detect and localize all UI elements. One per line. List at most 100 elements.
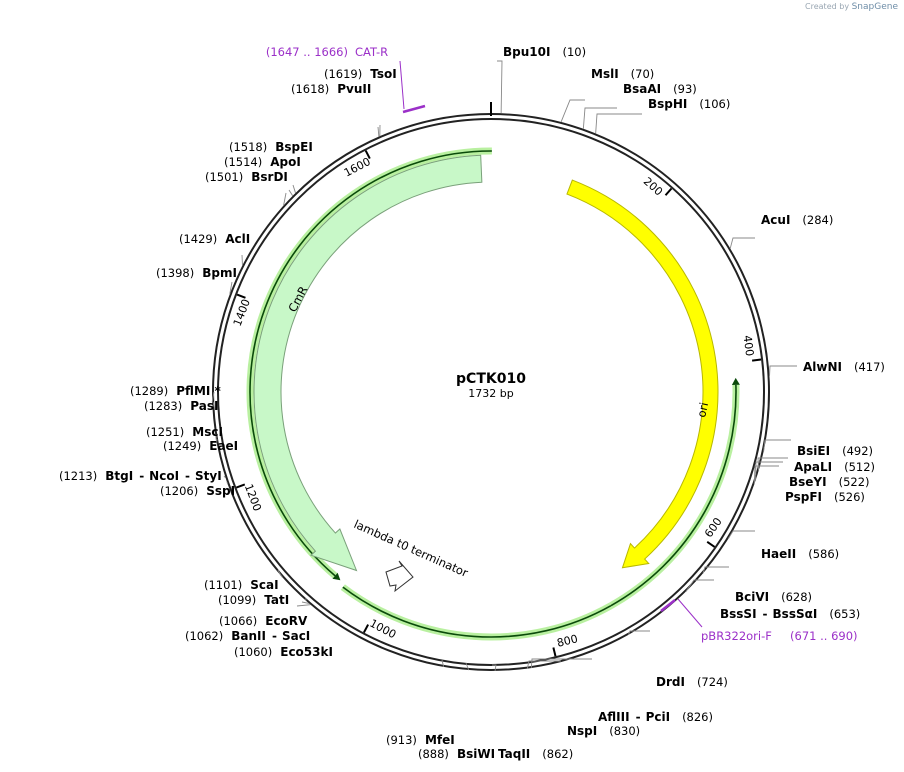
enzyme-label: (1429)AclI	[179, 232, 250, 246]
enzyme-label: BssSI-BssSαI(653)	[720, 607, 860, 621]
enzyme-leader	[628, 630, 650, 635]
enzyme-position: (10)	[562, 45, 586, 59]
enzyme-leader	[727, 530, 755, 540]
enzyme-site-bsiei: BsiEI(492)	[797, 444, 873, 458]
enzyme-site-pflmi: (1289)PflMI *	[130, 384, 222, 398]
enzyme-name: AclI	[225, 232, 250, 246]
enzyme-label: (1060) Eco53kI	[234, 645, 333, 659]
enzyme-label: (888)BsiWI	[418, 747, 495, 761]
primer-pbr322ori-f-mark	[660, 599, 676, 612]
enzyme-site-tati: (1099)TatI	[218, 593, 289, 607]
feature-line-terminator	[342, 586, 612, 638]
enzyme-name: HaeII	[761, 547, 796, 561]
enzyme-position: (1060)	[234, 645, 272, 659]
enzyme-leader	[729, 237, 755, 249]
primer-pbr322ori-f-name: pBR322ori-F	[701, 629, 772, 643]
plasmid-length: 1732 bp	[468, 387, 513, 400]
enzyme-position: (628)	[781, 590, 812, 604]
enzyme-leader	[212, 401, 215, 409]
enzyme-label: BspHI(106)	[648, 97, 730, 111]
enzyme-position: (1283)	[144, 399, 182, 413]
enzyme-site-eaei: (1249)EaeI	[163, 439, 238, 453]
enzyme-leader	[465, 662, 470, 671]
features	[246, 147, 740, 641]
enzyme-label: NspI(830)	[567, 724, 640, 738]
enzyme-site-banii: (1062)BanII-SacI	[185, 629, 310, 643]
enzyme-position: (830)	[609, 724, 640, 738]
enzyme-label: BsaAI(93)	[623, 82, 697, 96]
enzyme-site-pasi: (1283) PasI	[144, 399, 218, 413]
primer-cat-r-leader	[399, 60, 405, 110]
enzyme-position: (106)	[699, 97, 730, 111]
enzyme-name: AcuI	[761, 213, 790, 227]
enzyme-position: (492)	[842, 444, 873, 458]
enzyme-position: (586)	[808, 547, 839, 561]
enzyme-site-bcivi: BciVI(628)	[735, 590, 812, 604]
watermark-brand: SnapGene	[851, 2, 898, 12]
enzyme-separator: -	[636, 710, 641, 724]
primer-cat-r: (1647 .. 1666) CAT-R	[266, 45, 426, 114]
enzyme-label: AflIII-PciI(826)	[598, 710, 713, 724]
enzyme-position: (653)	[829, 607, 860, 621]
feature-label-ori: ori	[694, 401, 711, 419]
enzyme-leader	[763, 439, 791, 452]
enzyme-position: (1099)	[218, 593, 256, 607]
enzyme-name: PvuII	[337, 82, 371, 96]
terminator-arrow	[385, 560, 414, 593]
enzyme-site-tsoi: (1619)TsoI	[324, 67, 397, 81]
enzyme-name: TaqII	[498, 747, 530, 761]
enzyme-leader	[277, 569, 282, 576]
primer-cat-r-mark	[402, 104, 426, 114]
primer-cat-r-range: (1647 .. 1666)	[266, 45, 348, 59]
enzyme-position: (826)	[682, 710, 713, 724]
enzyme-name: TsoI	[370, 67, 396, 81]
enzyme-leader	[211, 391, 215, 403]
enzyme-name: Eco53kI	[280, 645, 333, 659]
tick-mark-1000	[363, 624, 370, 633]
enzyme-label: MslI(70)	[591, 67, 654, 81]
enzyme-name-alt2: StyI	[195, 469, 222, 483]
arrowhead-ori-region	[731, 377, 740, 386]
enzyme-position: (526)	[834, 490, 865, 504]
enzyme-position: (1618)	[291, 82, 329, 96]
enzyme-label: (1619)TsoI	[324, 67, 397, 81]
enzyme-name-alt: SacI	[282, 629, 310, 643]
enzyme-name: MscI	[192, 425, 223, 439]
enzyme-site-msli: MslI(70)	[591, 67, 654, 81]
enzyme-leader	[283, 192, 287, 206]
enzyme-name: MslI	[591, 67, 619, 81]
enzyme-label: HaeII (586)	[761, 547, 839, 561]
enzyme-label: AcuI (284)	[761, 213, 833, 227]
enzyme-separator: -	[272, 629, 277, 643]
arrowhead-cmr-line	[332, 572, 341, 581]
enzyme-site-bpmi: (1398)BpmI	[156, 266, 237, 280]
enzyme-site-afliii: AflIII-PciI(826)	[598, 710, 713, 724]
enzyme-position: (888)	[418, 747, 449, 761]
enzyme-leader	[301, 601, 310, 604]
tick-mark-800	[552, 647, 557, 657]
enzyme-position: (284)	[802, 213, 833, 227]
enzyme-name: DrdI	[656, 675, 685, 689]
enzyme-label: (1062)BanII-SacI	[185, 629, 310, 643]
enzyme-labels: Bpu10I(10)MslI(70)BsaAI(93)BspHI(106)Acu…	[59, 45, 885, 761]
enzyme-name-alt: PciI	[646, 710, 671, 724]
enzyme-name: BsrDI	[251, 170, 288, 184]
enzyme-site-msci: (1251)MscI	[146, 425, 223, 439]
enzyme-label: (1289)PflMI *	[130, 384, 222, 398]
enzyme-name: ScaI	[250, 578, 278, 592]
watermark-prefix: Created by	[805, 2, 850, 11]
enzyme-separator: -	[185, 469, 190, 483]
enzyme-name-alt: NcoI	[149, 469, 179, 483]
enzyme-name: PasI	[190, 399, 218, 413]
enzyme-site-btgi: (1213)BtgI-NcoI-StyI	[59, 469, 222, 483]
enzyme-leader	[292, 184, 296, 194]
tick-mark-1400	[236, 293, 246, 299]
feature-line-ori-region	[610, 384, 737, 607]
enzyme-site-eco53ki: (1060) Eco53kI	[234, 645, 333, 659]
enzyme-position: (1518)	[229, 140, 267, 154]
enzyme-label: (1101)ScaI	[204, 578, 279, 592]
enzyme-site-alwni: AlwNI(417)	[803, 360, 885, 374]
enzyme-site-bsssi: BssSI-BssSαI(653)	[720, 607, 860, 621]
enzyme-position: (1062)	[185, 629, 223, 643]
